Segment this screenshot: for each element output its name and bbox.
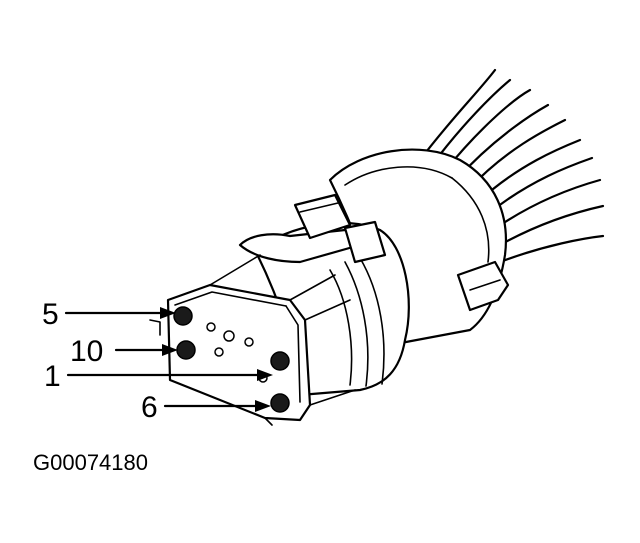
pin-label-6: 6 (141, 391, 158, 424)
pin-label-1: 1 (44, 360, 61, 393)
rear-housing (328, 148, 510, 347)
leader-arrows (64, 307, 273, 412)
figure-id: G00074180 (33, 450, 148, 475)
pin-label-5: 5 (42, 298, 59, 331)
connector-face (149, 254, 356, 426)
pin-cavities (173, 306, 290, 413)
pin-label-10: 10 (70, 335, 103, 368)
locking-latch (238, 193, 387, 264)
